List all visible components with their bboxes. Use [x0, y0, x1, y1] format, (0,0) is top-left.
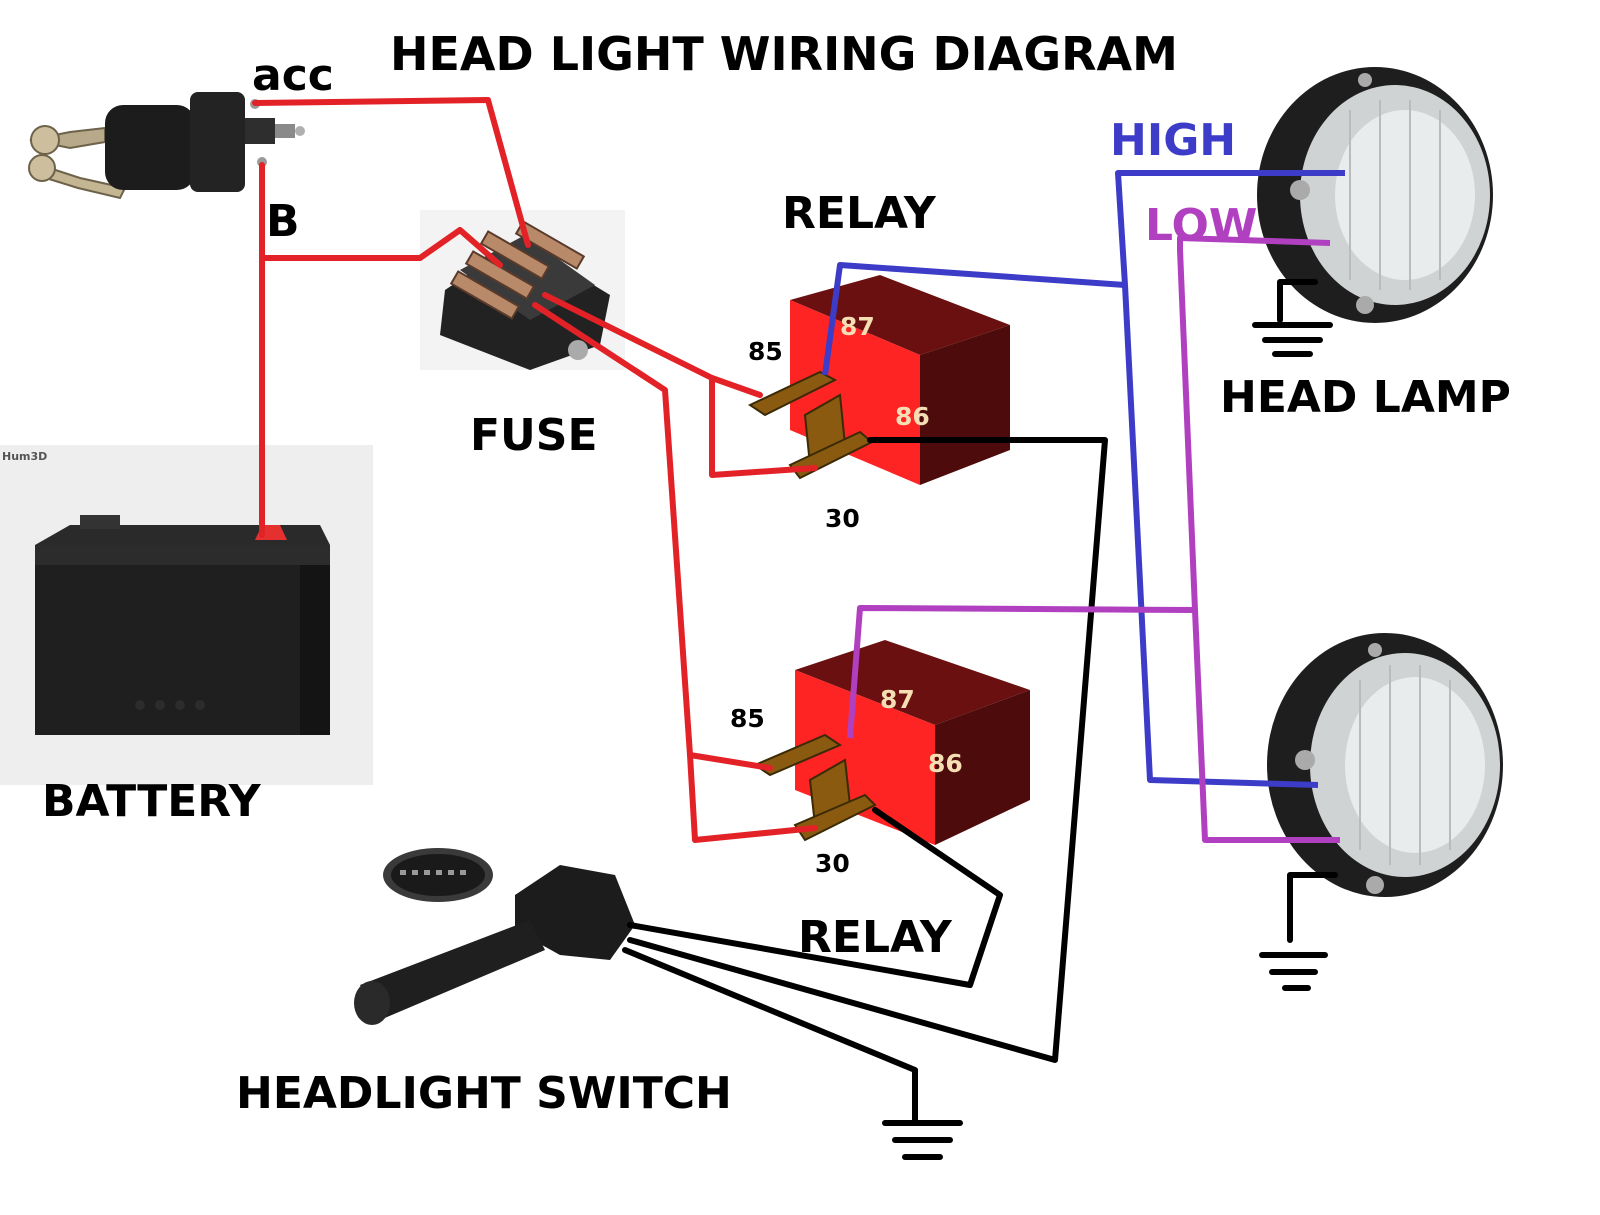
high-wires [822, 170, 1345, 788]
battery: Hum3D [0, 445, 373, 785]
relay-top-pin-30: 30 [825, 504, 860, 533]
relay-top-label: RELAY [782, 188, 937, 239]
page-title: HEAD LIGHT WIRING DIAGRAM [390, 27, 1178, 81]
low-label: LOW [1145, 200, 1257, 251]
relay-top-pin-87: 87 [840, 312, 875, 341]
relay-bottom-pin-30: 30 [815, 849, 850, 878]
relay-top-pin-85: 85 [748, 337, 783, 366]
battery-label: BATTERY [42, 776, 262, 827]
relay-bottom [752, 640, 1030, 845]
fuse-label: FUSE [470, 410, 598, 461]
acc-label: acc [252, 50, 334, 101]
relay-bottom-pin-85: 85 [730, 704, 765, 733]
head-lamp-label: HEAD LAMP [1220, 372, 1511, 423]
battery-watermark: Hum3D [2, 450, 47, 463]
headlight-switch-label: HEADLIGHT SWITCH [236, 1068, 732, 1119]
relay-top-pin-86: 86 [895, 402, 930, 431]
relay-top [747, 275, 1010, 485]
ground-wires [622, 279, 1338, 1123]
relay-bottom-pin-86: 86 [928, 749, 963, 778]
relay-bottom-pin-87: 87 [880, 685, 915, 714]
b-label: B [266, 196, 300, 247]
headlight-switch [354, 848, 635, 1025]
ground-symbols [882, 322, 1333, 1160]
high-label: HIGH [1110, 115, 1236, 166]
head-lamp-bottom [1267, 633, 1503, 897]
low-wires [847, 235, 1340, 843]
relay-bottom-label: RELAY [798, 912, 953, 963]
head-lamp-top [1257, 67, 1493, 323]
power-wires [252, 97, 818, 843]
